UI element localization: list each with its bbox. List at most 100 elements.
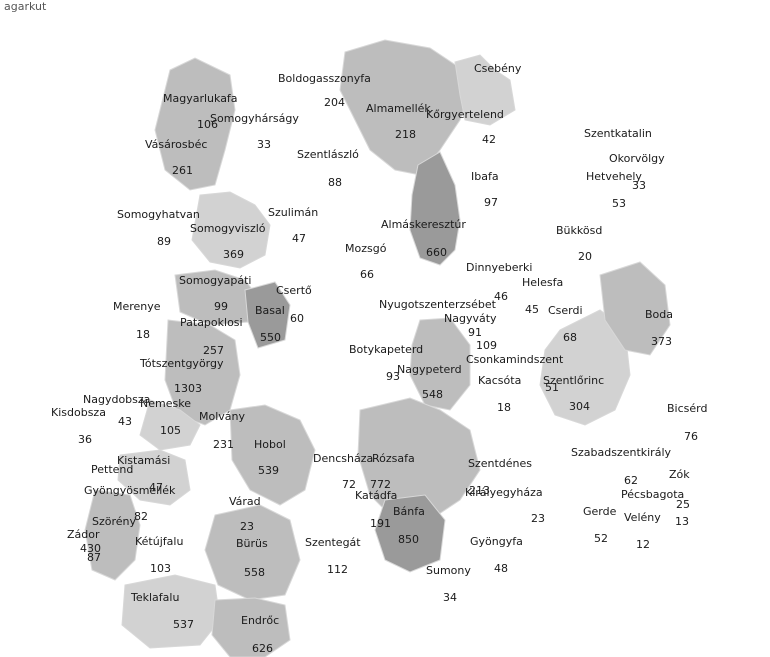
- place-value: 76: [684, 430, 698, 443]
- place-name: Somogyhárságy: [210, 112, 299, 125]
- place-name: Velény: [624, 511, 661, 524]
- place-value: 87: [87, 551, 101, 564]
- place-value: 558: [244, 566, 265, 579]
- place-value: 231: [213, 438, 234, 451]
- place-name: Gerde: [583, 505, 617, 518]
- place-name: Mozsgó: [345, 242, 387, 255]
- place-name: Rózsafa: [372, 452, 415, 465]
- place-name: Basal: [255, 304, 285, 317]
- place-value: 72: [342, 478, 356, 491]
- place-name: Nagydobsza: [83, 393, 150, 406]
- map-labels: Boldogasszonyfa204CsebényAlmamellék218Ma…: [51, 62, 707, 655]
- place-name: Dinnyeberki: [466, 261, 532, 274]
- place-value: 45: [525, 303, 539, 316]
- region-boda[interactable]: [599, 261, 671, 356]
- place-name: Szentkatalin: [584, 127, 652, 140]
- place-value: 93: [386, 370, 400, 383]
- place-name: Almáskeresztúr: [381, 218, 466, 231]
- place-value: 91: [468, 326, 482, 339]
- place-name: Somogyhatvan: [117, 208, 200, 221]
- place-name: Nemeske: [140, 397, 191, 410]
- place-name: Molvány: [199, 410, 245, 423]
- place-value: 60: [290, 312, 304, 325]
- place-value: 550: [260, 331, 281, 344]
- region-kistamasi[interactable]: [117, 449, 191, 506]
- region-vasarosbec[interactable]: [154, 57, 236, 191]
- place-name: Ibafa: [471, 170, 499, 183]
- place-name: Pettend: [91, 463, 133, 476]
- place-name: Kistamási: [117, 454, 170, 467]
- place-name: Csertő: [276, 284, 312, 297]
- place-value: 548: [422, 388, 443, 401]
- place-name: Nyugotszenterzsébet: [379, 298, 497, 311]
- place-value: 68: [563, 331, 577, 344]
- place-value: 42: [482, 133, 496, 146]
- region-somogyviszlo[interactable]: [191, 191, 271, 269]
- place-name: Almamellék: [366, 102, 431, 115]
- region-burus[interactable]: [204, 504, 301, 601]
- region-teklafalu[interactable]: [121, 574, 221, 649]
- place-value: 660: [426, 246, 447, 259]
- place-name: Szulimán: [268, 206, 318, 219]
- place-name: Hobol: [254, 438, 286, 451]
- place-name: Vásárosbéc: [145, 138, 207, 151]
- place-name: Tótszentgyörgy: [139, 357, 224, 370]
- place-value: 373: [651, 335, 672, 348]
- place-name: Merenye: [113, 300, 161, 313]
- place-value: 97: [484, 196, 498, 209]
- place-value: 20: [578, 250, 592, 263]
- place-value: 539: [258, 464, 279, 477]
- place-name: Szabadszentkirály: [571, 446, 672, 459]
- place-value: 112: [327, 563, 348, 576]
- place-value: 89: [157, 235, 171, 248]
- region-zador[interactable]: [84, 489, 141, 581]
- place-name: Pécsbagota: [621, 488, 684, 501]
- place-name: Cserdi: [548, 304, 583, 317]
- ghost-label: Szigetvár: [268, 377, 324, 391]
- place-value: 261: [172, 164, 193, 177]
- place-value: 218: [395, 128, 416, 141]
- region-almaskeresztur[interactable]: [409, 151, 461, 266]
- place-value: 46: [494, 290, 508, 303]
- place-name: Kőrgyertelend: [426, 108, 504, 121]
- place-name: Endrőc: [241, 614, 279, 627]
- region-nagypeterd[interactable]: [409, 317, 471, 411]
- place-value: 52: [594, 532, 608, 545]
- region-nemeske[interactable]: [139, 399, 201, 451]
- place-name: Somogyviszló: [190, 222, 266, 235]
- place-name: Teklafalu: [130, 591, 179, 604]
- place-name: Zádor: [67, 528, 100, 541]
- region-csebeny[interactable]: [454, 54, 516, 126]
- place-value: 369: [223, 248, 244, 261]
- place-name: Bükkösd: [556, 224, 602, 237]
- place-value: 304: [569, 400, 590, 413]
- region-basal[interactable]: [244, 281, 291, 349]
- place-name: Gyöngyfa: [470, 535, 523, 548]
- place-value: 36: [78, 433, 92, 446]
- place-value: 12: [636, 538, 650, 551]
- region-hobol[interactable]: [229, 404, 316, 506]
- place-name: Magyarlukafa: [163, 92, 238, 105]
- region-almamellek[interactable]: [339, 39, 471, 176]
- place-value: 99: [214, 300, 228, 313]
- place-value: 47: [149, 481, 163, 494]
- place-value: 88: [328, 176, 342, 189]
- region-endroc[interactable]: [211, 597, 291, 657]
- place-value: 47: [292, 232, 306, 245]
- place-name: Szentlászló: [297, 148, 359, 161]
- place-name: Bicsérd: [667, 402, 707, 415]
- place-name: Szentlőrinc: [543, 374, 604, 387]
- region-rozsafa[interactable]: [357, 397, 481, 521]
- place-value: 23: [531, 512, 545, 525]
- place-value: 53: [612, 197, 626, 210]
- region-banfa[interactable]: [374, 494, 446, 573]
- place-name: Botykapeterd: [349, 343, 423, 356]
- place-value: 626: [252, 642, 273, 655]
- place-value: 25: [676, 498, 690, 511]
- place-name: Boda: [645, 308, 673, 321]
- place-name: Szörény: [92, 515, 137, 528]
- place-name: Nagypeterd: [397, 363, 462, 376]
- place-name: Szentegát: [305, 536, 361, 549]
- place-value: 33: [257, 138, 271, 151]
- place-value: 103: [150, 562, 171, 575]
